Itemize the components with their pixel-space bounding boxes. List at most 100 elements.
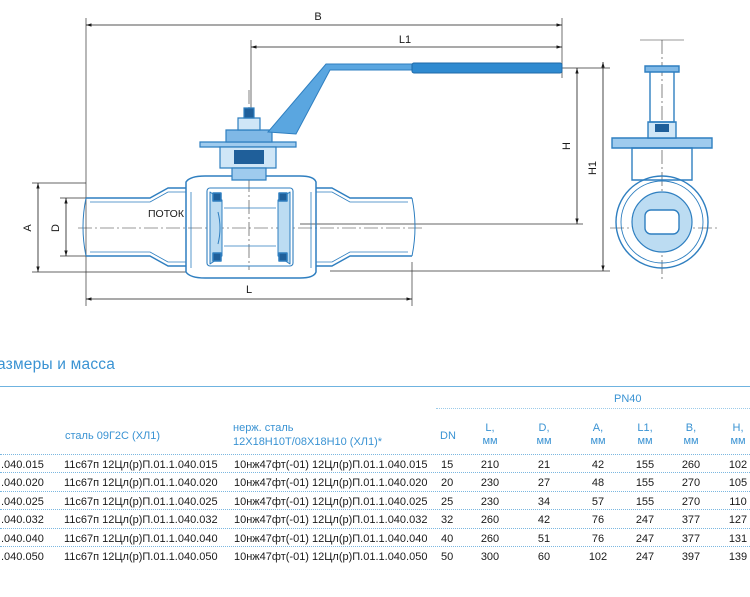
row-divider <box>0 472 750 474</box>
col-header-d-name: D, <box>538 422 550 434</box>
section-title: азмеры и масса <box>0 356 116 373</box>
cell-code: .040.020 <box>1 477 44 490</box>
row-divider <box>0 490 750 492</box>
col-header-b: B, мм <box>679 422 703 448</box>
col-header-l-name: L, <box>485 422 495 434</box>
cell-b: 270 <box>681 495 701 508</box>
section-divider <box>0 386 750 387</box>
cell-dn: 50 <box>441 551 454 563</box>
col-header-d-unit: мм <box>536 435 552 447</box>
cell-d: 51 <box>537 532 551 545</box>
cell-h: 102 <box>728 459 748 471</box>
col-header-a: A, мм <box>586 422 610 448</box>
cell-a: 102 <box>588 551 608 563</box>
cell-l1: 247 <box>635 532 655 545</box>
cell-stainless: 10нж47фт(-01) 12Цл(р)П.01.1.040.050 <box>234 551 428 563</box>
col-header-a-unit: мм <box>590 435 606 447</box>
col-header-h-unit: мм <box>730 435 746 447</box>
col-header-h: H, мм <box>726 422 750 448</box>
cell-l: 260 <box>480 532 500 545</box>
cell-l: 210 <box>480 459 500 471</box>
valve-handle <box>266 62 563 135</box>
cell-a: 48 <box>591 477 605 490</box>
dim-d-label: D <box>50 224 62 232</box>
row-divider <box>0 509 750 511</box>
cell-l1: 247 <box>635 514 655 527</box>
dim-h-label: H <box>561 142 573 150</box>
col-header-stainless-line1: нерж. сталь <box>233 422 294 434</box>
cell-code: .040.050 <box>1 551 44 563</box>
valve-drawing: B L1 L A D H H1 <box>22 11 718 306</box>
cell-b: 260 <box>681 459 701 471</box>
cell-dn: 40 <box>441 532 454 545</box>
cell-steel: 11с67п 12Цл(р)П.01.1.040.020 <box>64 477 218 490</box>
col-header-steel: сталь 09Г2С (ХЛ1) <box>65 430 161 442</box>
col-header-h-name: H, <box>732 422 744 434</box>
cell-a: 57 <box>591 495 605 508</box>
cell-dn: 32 <box>441 514 454 527</box>
dimension-lines <box>36 23 605 301</box>
valve-body <box>82 175 416 279</box>
dim-b-label: B <box>314 11 321 23</box>
cell-b: 377 <box>681 514 701 527</box>
cell-l1: 155 <box>635 477 655 490</box>
cell-l: 260 <box>480 514 500 527</box>
col-header-a-name: A, <box>592 422 604 434</box>
dim-l-label: L <box>246 284 252 296</box>
cell-l: 230 <box>480 477 500 490</box>
header-divider <box>436 408 750 409</box>
group-header-pn40: PN40 <box>614 393 642 405</box>
cell-l1: 155 <box>635 459 655 471</box>
cell-l: 230 <box>480 495 500 508</box>
cell-h: 131 <box>728 532 748 545</box>
col-header-l1-name: L1, <box>637 422 653 434</box>
cell-l1: 155 <box>635 495 655 508</box>
cell-code: .040.040 <box>1 532 44 545</box>
cell-d: 42 <box>537 514 551 527</box>
cell-a: 76 <box>591 532 605 545</box>
row-divider <box>0 454 750 455</box>
col-header-d: D, мм <box>532 422 556 448</box>
cell-dn: 15 <box>441 459 454 471</box>
valve-stem <box>199 107 297 181</box>
cell-code: .040.015 <box>1 459 44 471</box>
cell-d: 21 <box>537 459 551 471</box>
cell-h: 105 <box>728 477 748 490</box>
cell-stainless: 10нж47фт(-01) 12Цл(р)П.01.1.040.032 <box>234 514 428 527</box>
cell-code: .040.025 <box>1 495 44 508</box>
cell-d: 60 <box>537 551 551 563</box>
cell-b: 270 <box>681 477 701 490</box>
flow-label: ПОТОК <box>148 208 185 220</box>
extension-lines <box>32 18 610 306</box>
cell-l: 300 <box>480 551 500 563</box>
cell-steel: 11с67п 12Цл(р)П.01.1.040.025 <box>64 495 218 508</box>
cell-l1: 247 <box>635 551 655 563</box>
cell-h: 110 <box>729 495 747 508</box>
cell-stainless: 10нж47фт(-01) 12Цл(р)П.01.1.040.020 <box>234 477 428 490</box>
cell-h: 127 <box>728 514 748 527</box>
dim-l1-label: L1 <box>399 34 411 46</box>
cell-h: 139 <box>728 551 748 563</box>
cell-stainless: 10нж47фт(-01) 12Цл(р)П.01.1.040.040 <box>234 532 428 545</box>
col-header-b-unit: мм <box>683 435 699 447</box>
col-header-stainless-line2: 12Х18Н10Т/08Х18Н10 (ХЛ1)* <box>233 436 383 448</box>
col-header-l1: L1, мм <box>633 422 657 448</box>
cell-stainless: 10нж47фт(-01) 12Цл(р)П.01.1.040.015 <box>234 459 428 471</box>
cell-stainless: 10нж47фт(-01) 12Цл(р)П.01.1.040.025 <box>234 495 428 508</box>
valve-end-view <box>611 39 713 269</box>
cell-b: 397 <box>681 551 701 563</box>
cell-steel: 11с67п 12Цл(р)П.01.1.040.050 <box>64 551 218 563</box>
dim-a-label: A <box>22 224 34 232</box>
cell-code: .040.032 <box>1 514 44 527</box>
col-header-dn: DN <box>440 430 456 442</box>
cell-b: 377 <box>681 532 701 545</box>
row-divider <box>0 527 750 529</box>
row-divider <box>0 546 750 547</box>
col-header-l-unit: мм <box>482 435 498 447</box>
cell-a: 76 <box>591 514 605 527</box>
cell-steel: 11с67п 12Цл(р)П.01.1.040.032 <box>64 514 218 527</box>
col-header-b-name: B, <box>685 422 697 434</box>
cell-dn: 25 <box>441 495 454 508</box>
cell-d: 34 <box>537 495 551 508</box>
cell-dn: 20 <box>441 477 454 490</box>
